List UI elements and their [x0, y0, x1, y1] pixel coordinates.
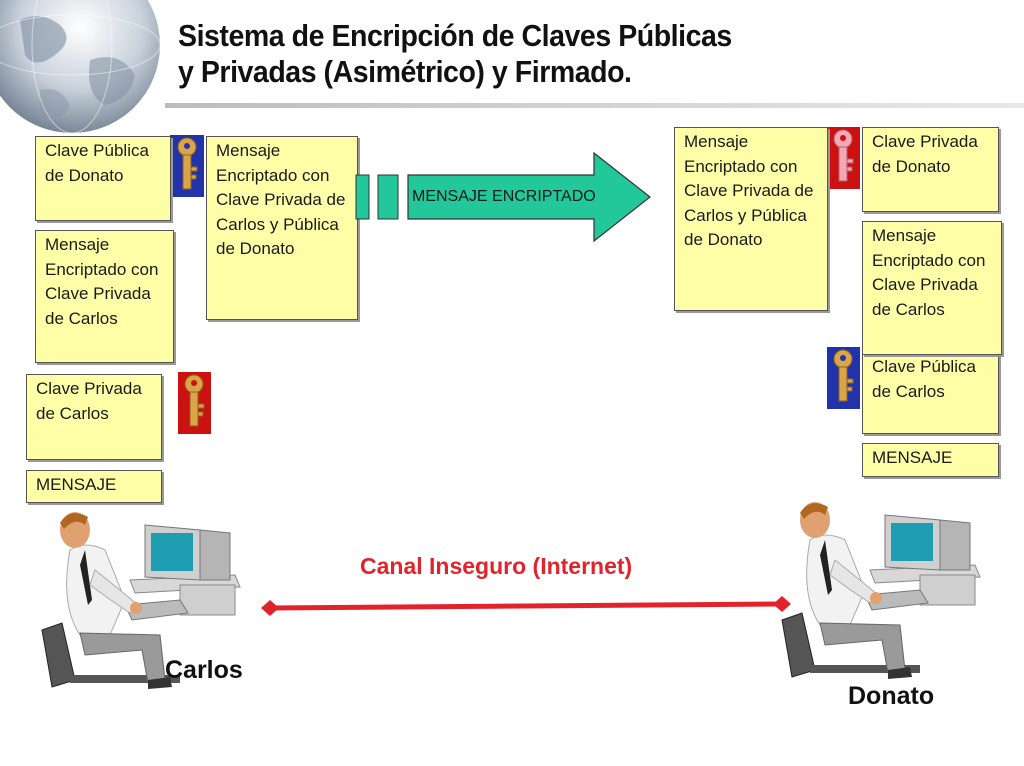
- channel-line: [261, 596, 791, 616]
- note-mensaje-doble-encriptado-donato: Mensaje Encriptado con Clave Privada de …: [674, 127, 828, 311]
- note-clave-publica-carlos: Clave Pública de Carlos: [862, 350, 999, 434]
- note-clave-privada-donato: Clave Privada de Donato: [862, 127, 999, 212]
- user-name-donato: Donato: [848, 682, 935, 710]
- public-key-icon: [827, 347, 860, 409]
- private-key-icon: [827, 127, 860, 189]
- note-mensaje-doble-encriptado-carlos: Mensaje Encriptado con Clave Privada de …: [206, 136, 358, 320]
- title-line-2: y Privadas (Asimétrico) y Firmado.: [178, 54, 632, 89]
- title-line-1: Sistema de Encripción de Claves Públicas: [178, 18, 732, 53]
- title-divider: [165, 103, 1024, 108]
- user-name-carlos: Carlos: [165, 656, 243, 684]
- private-key-icon: [178, 372, 211, 434]
- globe-icon: [0, 0, 161, 134]
- note-mensaje-encriptado-privada-donato: Mensaje Encriptado con Clave Privada de …: [862, 221, 1002, 355]
- note-mensaje-donato: MENSAJE: [862, 443, 999, 477]
- note-mensaje-carlos: MENSAJE: [26, 470, 162, 503]
- computer-user-icon: [41, 512, 241, 689]
- note-clave-publica-donato: Clave Pública de Donato: [35, 136, 171, 221]
- encrypted-message-arrow: [355, 151, 651, 243]
- arrow-label: MENSAJE ENCRIPTADO: [412, 188, 596, 205]
- computer-user-icon: [781, 502, 981, 679]
- page-title: Sistema de Encripción de Claves Públicas…: [178, 18, 732, 90]
- channel-label: Canal Inseguro (Internet): [360, 553, 633, 579]
- public-key-icon: [170, 135, 204, 197]
- note-clave-privada-carlos: Clave Privada de Carlos: [26, 374, 162, 460]
- note-mensaje-encriptado-privada-carlos: Mensaje Encriptado con Clave Privada de …: [35, 230, 174, 363]
